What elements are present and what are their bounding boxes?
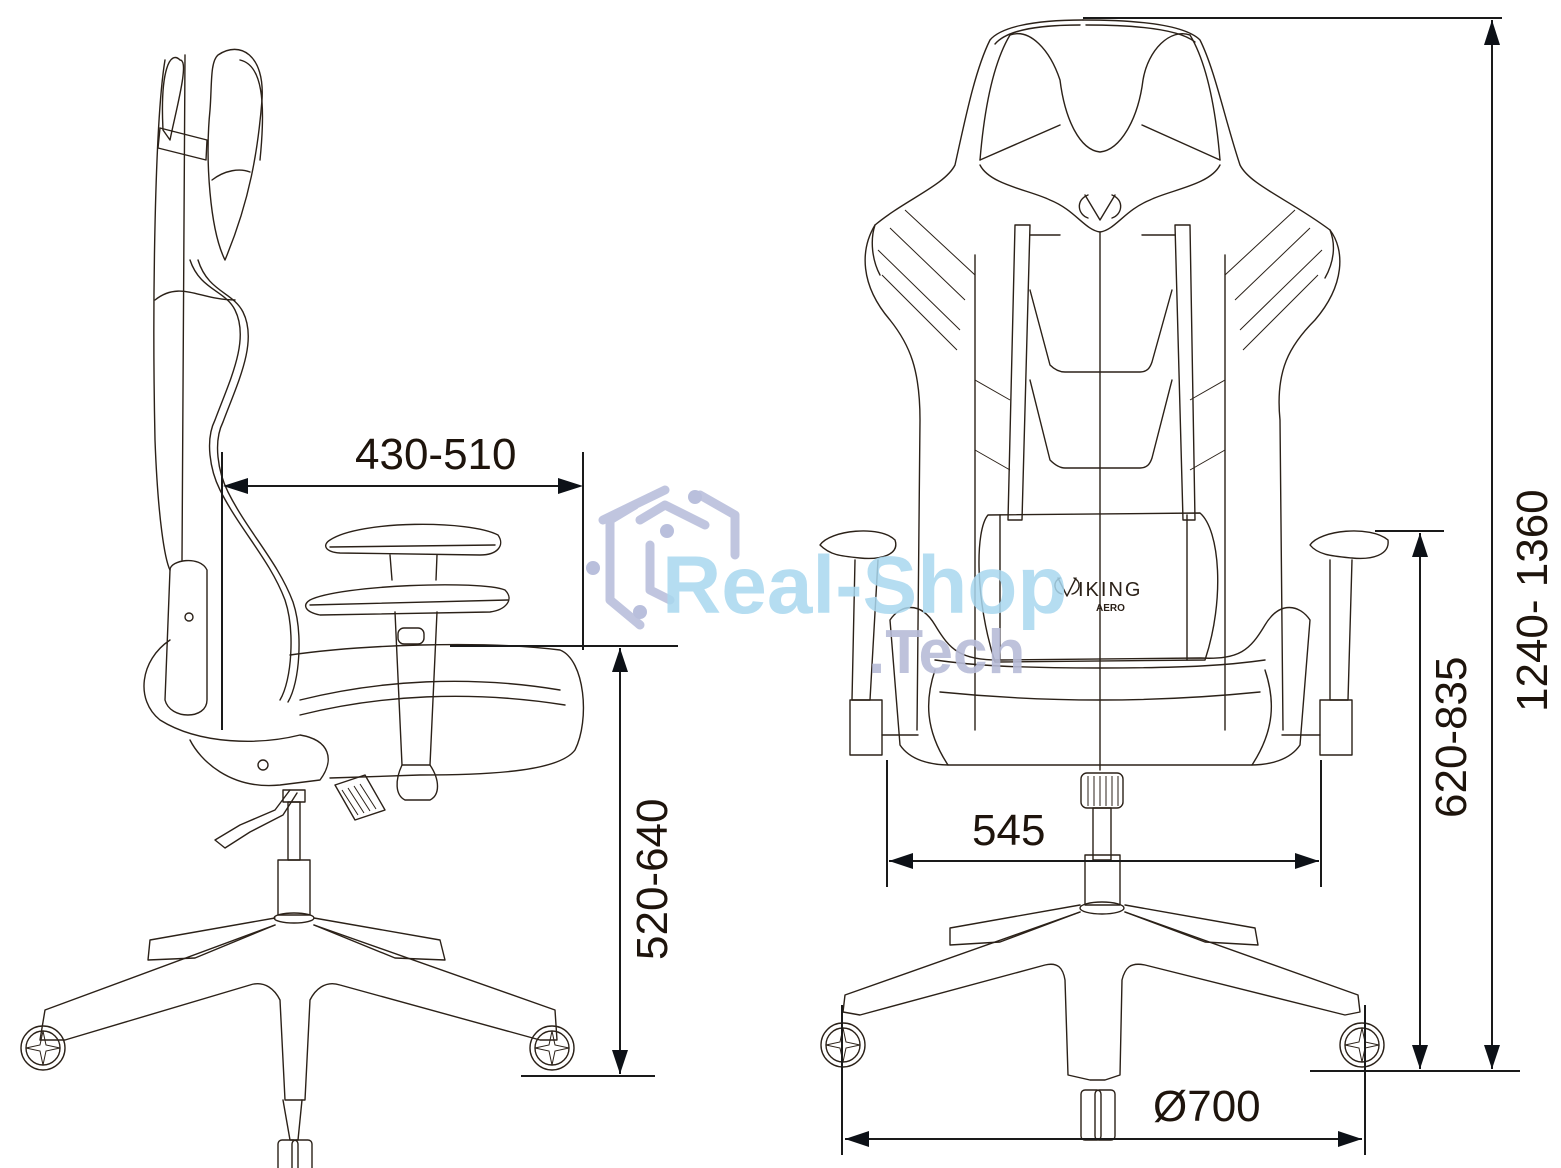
dimension-seat-height: 520-640	[450, 645, 678, 1077]
caster-wheel-icon	[1339, 1022, 1385, 1068]
brand-logo: IKING AERO	[1054, 577, 1142, 614]
arrow-right-icon	[1338, 1131, 1362, 1147]
caster-wheel-icon	[20, 1025, 66, 1071]
arrow-left-icon	[889, 853, 913, 869]
caster-wheel-icon	[529, 1025, 575, 1071]
side-view-chair	[20, 48, 585, 1168]
arrow-down-icon	[1484, 1045, 1500, 1069]
arrow-up-icon	[1412, 533, 1428, 557]
armrest-height-label: 620-835	[1427, 657, 1476, 818]
arrow-down-icon	[612, 1050, 628, 1074]
hexagon-circuit-icon	[586, 485, 740, 630]
seat-depth-label: 430-510	[355, 430, 516, 479]
seat-height-label: 520-640	[628, 799, 677, 960]
arrow-right-icon	[558, 478, 583, 494]
dimension-total-height: 1240- 1360	[1083, 17, 1557, 1069]
arrow-down-icon	[1412, 1045, 1428, 1069]
seat-width-label: 545	[972, 806, 1045, 855]
dimension-base-diameter: Ø700	[841, 1005, 1366, 1155]
base-diameter-label: Ø700	[1153, 1082, 1261, 1131]
dimension-seat-depth: 430-510	[221, 430, 584, 730]
arrow-left-icon	[845, 1131, 869, 1147]
arrow-right-icon	[1295, 853, 1319, 869]
front-view-chair: IKING AERO	[819, 19, 1389, 1141]
brand-name: IKING	[1078, 579, 1142, 601]
watermark-line2: .Tech	[868, 618, 1025, 687]
dimension-seat-width: 545	[886, 760, 1322, 887]
total-height-label: 1240- 1360	[1508, 489, 1557, 712]
arrow-left-icon	[223, 478, 248, 494]
watermark: Real-Shop .Tech	[586, 485, 1067, 687]
watermark-line1: Real-Shop	[662, 540, 1067, 631]
viking-horns-icon	[1078, 194, 1122, 221]
viking-horns-icon	[1054, 577, 1080, 597]
arrow-up-icon	[612, 648, 628, 672]
arrow-up-icon	[1484, 20, 1500, 45]
dimension-armrest-height: 620-835	[1310, 530, 1520, 1072]
brand-sub: AERO	[1096, 603, 1125, 614]
